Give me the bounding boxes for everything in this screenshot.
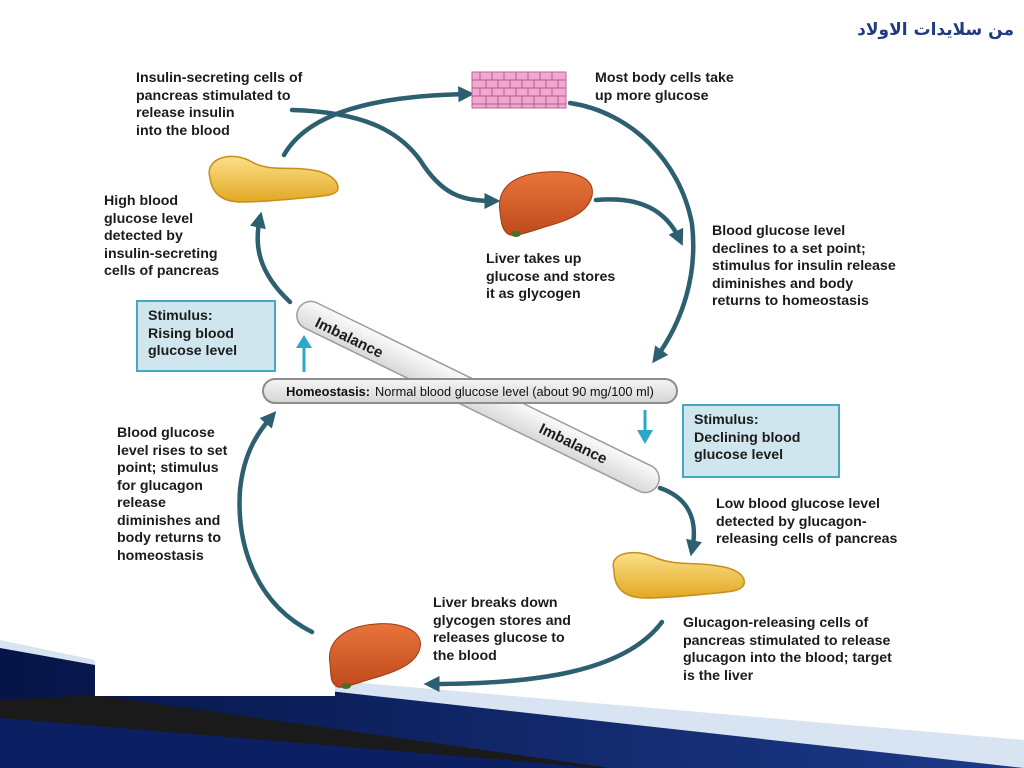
label-high-glucose: High blood glucose level detected by ins… xyxy=(104,193,220,279)
cycle-arrows xyxy=(237,86,702,693)
label-rises: Blood glucose level rises to set point; … xyxy=(117,425,228,564)
pancreas-icon-top xyxy=(208,155,339,203)
arrow-pancreas-to-cells xyxy=(281,86,475,158)
arrow-pancreas-to-liver xyxy=(289,107,501,210)
slide-title: من سلايدات الاولاد xyxy=(857,20,1014,40)
stimulus-rising-box: Stimulus: Rising blood glucose level xyxy=(136,300,276,372)
label-declines: Blood glucose level declines to a set po… xyxy=(712,223,896,309)
pancreas-icon-bottom xyxy=(612,551,745,599)
arrow-glucagon-to-liver xyxy=(423,619,665,693)
body-cells-icon xyxy=(471,71,567,109)
arrow-liver-to-rises xyxy=(237,411,315,635)
label-liver-breaks: Liver breaks down glycogen stores and re… xyxy=(433,595,571,664)
label-glucagon-releasing: Glucagon-releasing cells of pancreas sti… xyxy=(683,615,892,684)
liver-icon-bottom xyxy=(329,623,421,689)
stimulus-declining-box: Stimulus: Declining blood glucose level xyxy=(682,404,840,478)
arrow-cells-to-decline xyxy=(567,100,696,364)
liver-icon-top xyxy=(499,171,593,237)
label-body-cells: Most body cells take up more glucose xyxy=(595,70,734,104)
homeostasis-bar: Homeostasis: Normal blood glucose level … xyxy=(262,378,678,404)
stimulus-arrow-up xyxy=(296,335,312,372)
arrow-liver-to-decline xyxy=(593,197,684,246)
label-insulin-secreting: Insulin-secreting cells of pancreas stim… xyxy=(136,70,303,139)
homeostasis-bold: Homeostasis: xyxy=(286,383,371,399)
arrow-high-to-pancreas xyxy=(249,211,293,305)
label-liver-stores: Liver takes up glucose and stores it as … xyxy=(486,251,616,302)
stimulus-arrow-down xyxy=(637,410,653,444)
homeostasis-text: Normal blood glucose level (about 90 mg/… xyxy=(375,383,654,399)
footer-decoration xyxy=(0,640,1024,768)
label-low-glucose: Low blood glucose level detected by gluc… xyxy=(716,496,898,547)
arrow-imbalance-to-low xyxy=(657,485,702,557)
